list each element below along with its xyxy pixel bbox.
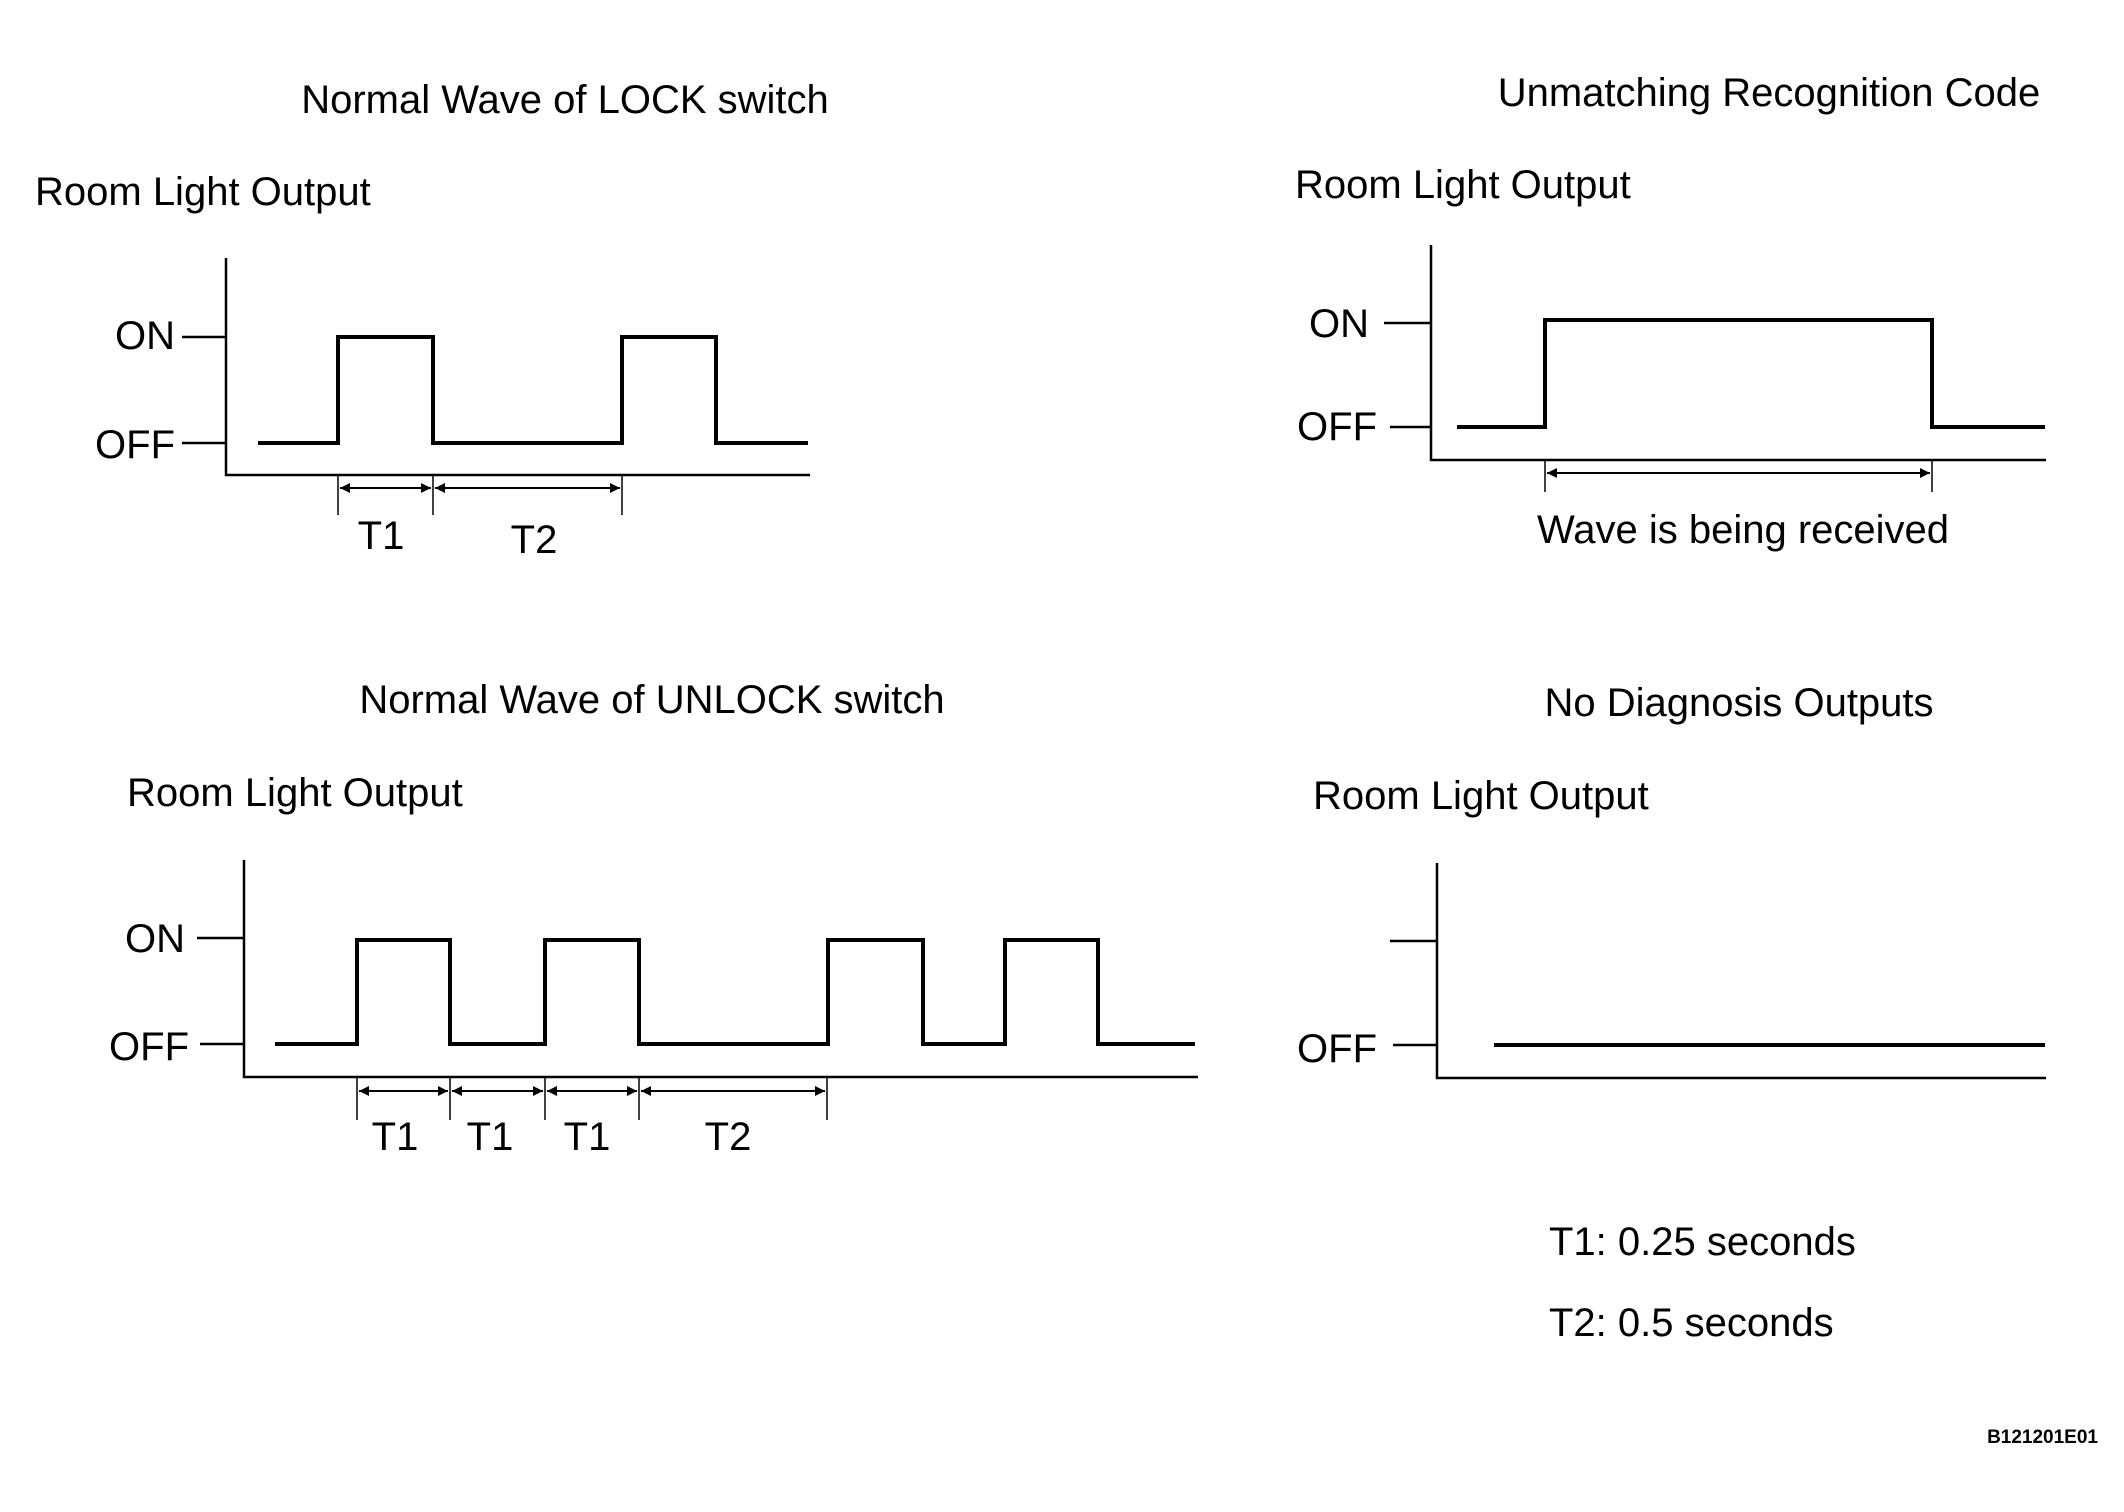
unlock-panel: Normal Wave of UNLOCK switch Room Light … bbox=[109, 678, 1198, 1159]
lock-waveform bbox=[258, 335, 808, 445]
lock-panel-title: Normal Wave of LOCK switch bbox=[301, 78, 829, 122]
unlock-panel-ylabel: Room Light Output bbox=[127, 771, 463, 815]
legend-t2: T2: 0.5 seconds bbox=[1549, 1301, 1834, 1345]
unmatch-on-label: ON bbox=[1309, 302, 1369, 346]
lock-panel-ylabel: Room Light Output bbox=[35, 170, 371, 214]
unmatch-panel-title: Unmatching Recognition Code bbox=[1498, 71, 2041, 115]
unmatch-off-label: OFF bbox=[1297, 405, 1377, 449]
unlock-t1-label: T1 bbox=[564, 1115, 611, 1159]
nodiag-axes bbox=[1435, 863, 2046, 1080]
lock-axes bbox=[224, 258, 810, 477]
lock-t1-label: T1 bbox=[358, 514, 405, 558]
unmatch-panel-ylabel: Room Light Output bbox=[1295, 163, 1631, 207]
lock-off-label: OFF bbox=[95, 423, 175, 467]
unlock-off-label: OFF bbox=[109, 1025, 189, 1069]
unmatch-panel: Unmatching Recognition Code Room Light O… bbox=[1295, 71, 2046, 552]
unlock-t1-label: T1 bbox=[372, 1115, 419, 1159]
lock-panel: Normal Wave of LOCK switch Room Light Ou… bbox=[35, 78, 829, 562]
unmatch-waveform bbox=[1457, 318, 2045, 429]
timing-legend: T1: 0.25 seconds T2: 0.5 seconds bbox=[1549, 1220, 1856, 1345]
unmatch-axes bbox=[1429, 245, 2046, 462]
unlock-panel-title: Normal Wave of UNLOCK switch bbox=[359, 678, 944, 722]
nodiag-panel-ylabel: Room Light Output bbox=[1313, 774, 1649, 818]
nodiag-off-label: OFF bbox=[1297, 1027, 1377, 1071]
nodiag-panel-title: No Diagnosis Outputs bbox=[1544, 681, 1933, 725]
unlock-t1-label: T1 bbox=[467, 1115, 514, 1159]
nodiag-panel: No Diagnosis Outputs Room Light Output O… bbox=[1297, 681, 2046, 1080]
unlock-waveform bbox=[275, 938, 1195, 1046]
lock-on-label: ON bbox=[115, 314, 175, 358]
unlock-on-label: ON bbox=[125, 917, 185, 961]
legend-t1: T1: 0.25 seconds bbox=[1549, 1220, 1856, 1264]
unlock-t2-label: T2 bbox=[705, 1115, 752, 1159]
figure-code: B121201E01 bbox=[1987, 1427, 2098, 1448]
unlock-axes bbox=[242, 860, 1198, 1079]
unmatch-interval-label: Wave is being received bbox=[1537, 508, 1949, 552]
lock-t2-label: T2 bbox=[511, 518, 558, 562]
